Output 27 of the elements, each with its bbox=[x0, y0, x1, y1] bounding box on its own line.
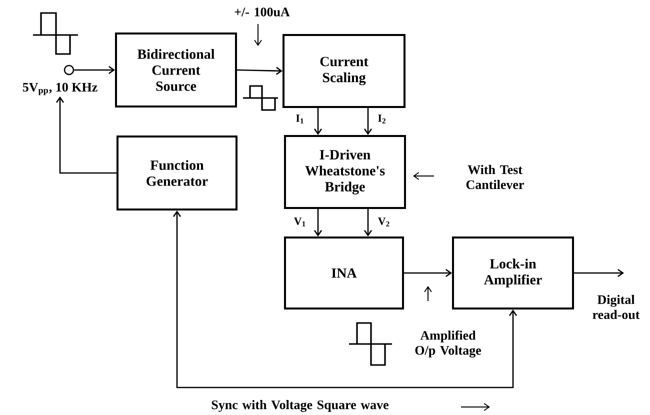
arrow bbox=[56, 96, 116, 174]
arrow bbox=[74, 66, 115, 74]
edge-label: V$_{1}$ bbox=[294, 218, 306, 226]
arrow bbox=[237, 66, 282, 75]
arrow bbox=[364, 209, 372, 236]
arrow bbox=[404, 268, 452, 278]
block-box: Lock-in Amplifier bbox=[452, 236, 574, 310]
note-text: With Test Cantilever bbox=[466, 164, 524, 190]
block-box: Function Generator bbox=[116, 136, 238, 210]
note-text: Digital read-out bbox=[592, 294, 640, 320]
block-box: I-Driven Wheatstone's Bridge bbox=[284, 135, 406, 209]
edge-label: V$_{2}$ bbox=[378, 218, 390, 226]
arrow bbox=[364, 108, 372, 135]
arrow bbox=[314, 108, 322, 135]
arrow bbox=[574, 268, 624, 278]
note-text: Amplified O/p Voltage bbox=[415, 330, 482, 358]
signal-label: 5V$_{pp}$, 10 KHz bbox=[22, 82, 98, 96]
arrow bbox=[314, 209, 322, 236]
block-box: Bidirectional Current Source bbox=[115, 32, 237, 108]
block-box: Current Scaling bbox=[282, 34, 406, 108]
edge-label: I$_{2}$ bbox=[378, 114, 386, 124]
note-text: +/- 100uA bbox=[234, 8, 290, 16]
note-text: Sync with Voltage Square wave bbox=[212, 400, 388, 412]
arrow bbox=[172, 210, 518, 388]
edge-label: I$_{1}$ bbox=[296, 114, 304, 124]
terminal-circle bbox=[64, 64, 74, 76]
block-box: INA bbox=[284, 236, 404, 310]
